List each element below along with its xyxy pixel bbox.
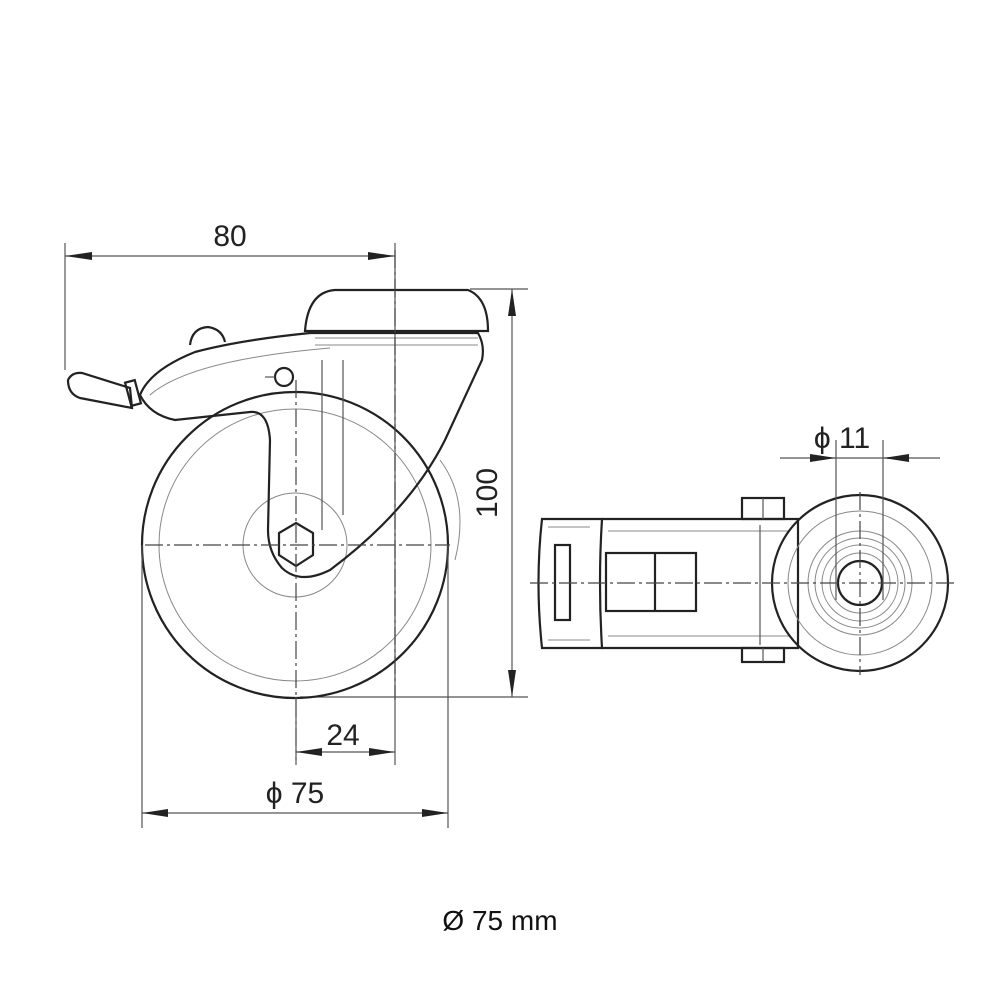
- brake-mechanism: [604, 551, 698, 613]
- dim-label-11: ϕ 11: [814, 422, 870, 455]
- rivet-hole: [273, 366, 295, 388]
- brake-knob: [188, 325, 227, 346]
- dimension-width-80: 80: [64, 220, 396, 700]
- caption-wheel-size: Ø 75 mm: [442, 905, 558, 936]
- dimension-height-100: 100: [300, 288, 528, 698]
- brake-pedal: [66, 371, 134, 410]
- fork-body: [138, 331, 484, 579]
- dimension-wheel-diameter-75: ϕ 75: [141, 545, 449, 828]
- dim-label-80: 80: [213, 220, 246, 253]
- dim-label-75: ϕ 75: [266, 777, 325, 810]
- dim-label-24: 24: [326, 719, 359, 752]
- dimension-offset-24: 24: [295, 697, 396, 765]
- side-view: 80 100: [64, 220, 528, 828]
- dimension-bolt-hole-11: ϕ 11: [780, 422, 940, 600]
- top-plate: [303, 288, 490, 333]
- dim-label-100: 100: [471, 468, 504, 518]
- top-view: ϕ 11: [530, 422, 955, 675]
